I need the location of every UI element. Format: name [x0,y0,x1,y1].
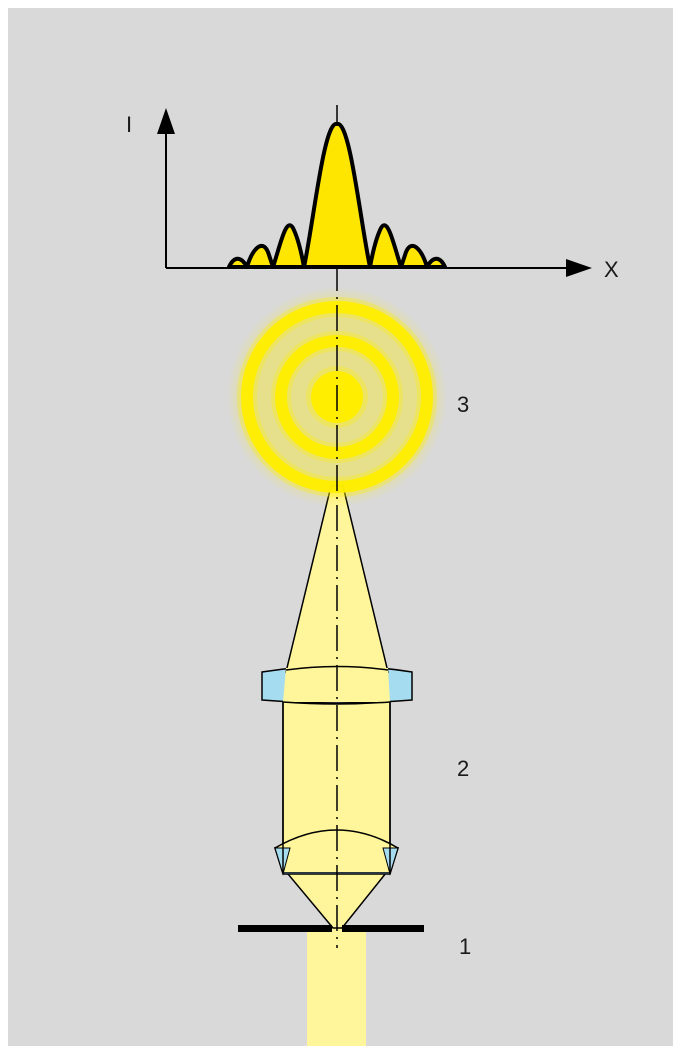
upper-lens-bottom-curve [282,701,391,705]
pinhole-label: 1 [459,934,471,959]
intensity-axis-label: I [126,112,132,137]
intensity-axis-arrow [157,108,175,134]
airy-ring-inner-glow [271,331,403,463]
airy-pattern-label: 3 [457,392,469,417]
pinhole-plate-right [342,925,424,932]
position-axis-label: X [604,257,619,282]
intensity-profile: I X [126,108,619,282]
intensity-curve [227,122,447,269]
airy-ring-inner [275,335,399,459]
lens-system-label: 2 [457,756,469,781]
pinhole-plate-left [238,925,332,932]
position-axis-arrow [566,259,592,277]
